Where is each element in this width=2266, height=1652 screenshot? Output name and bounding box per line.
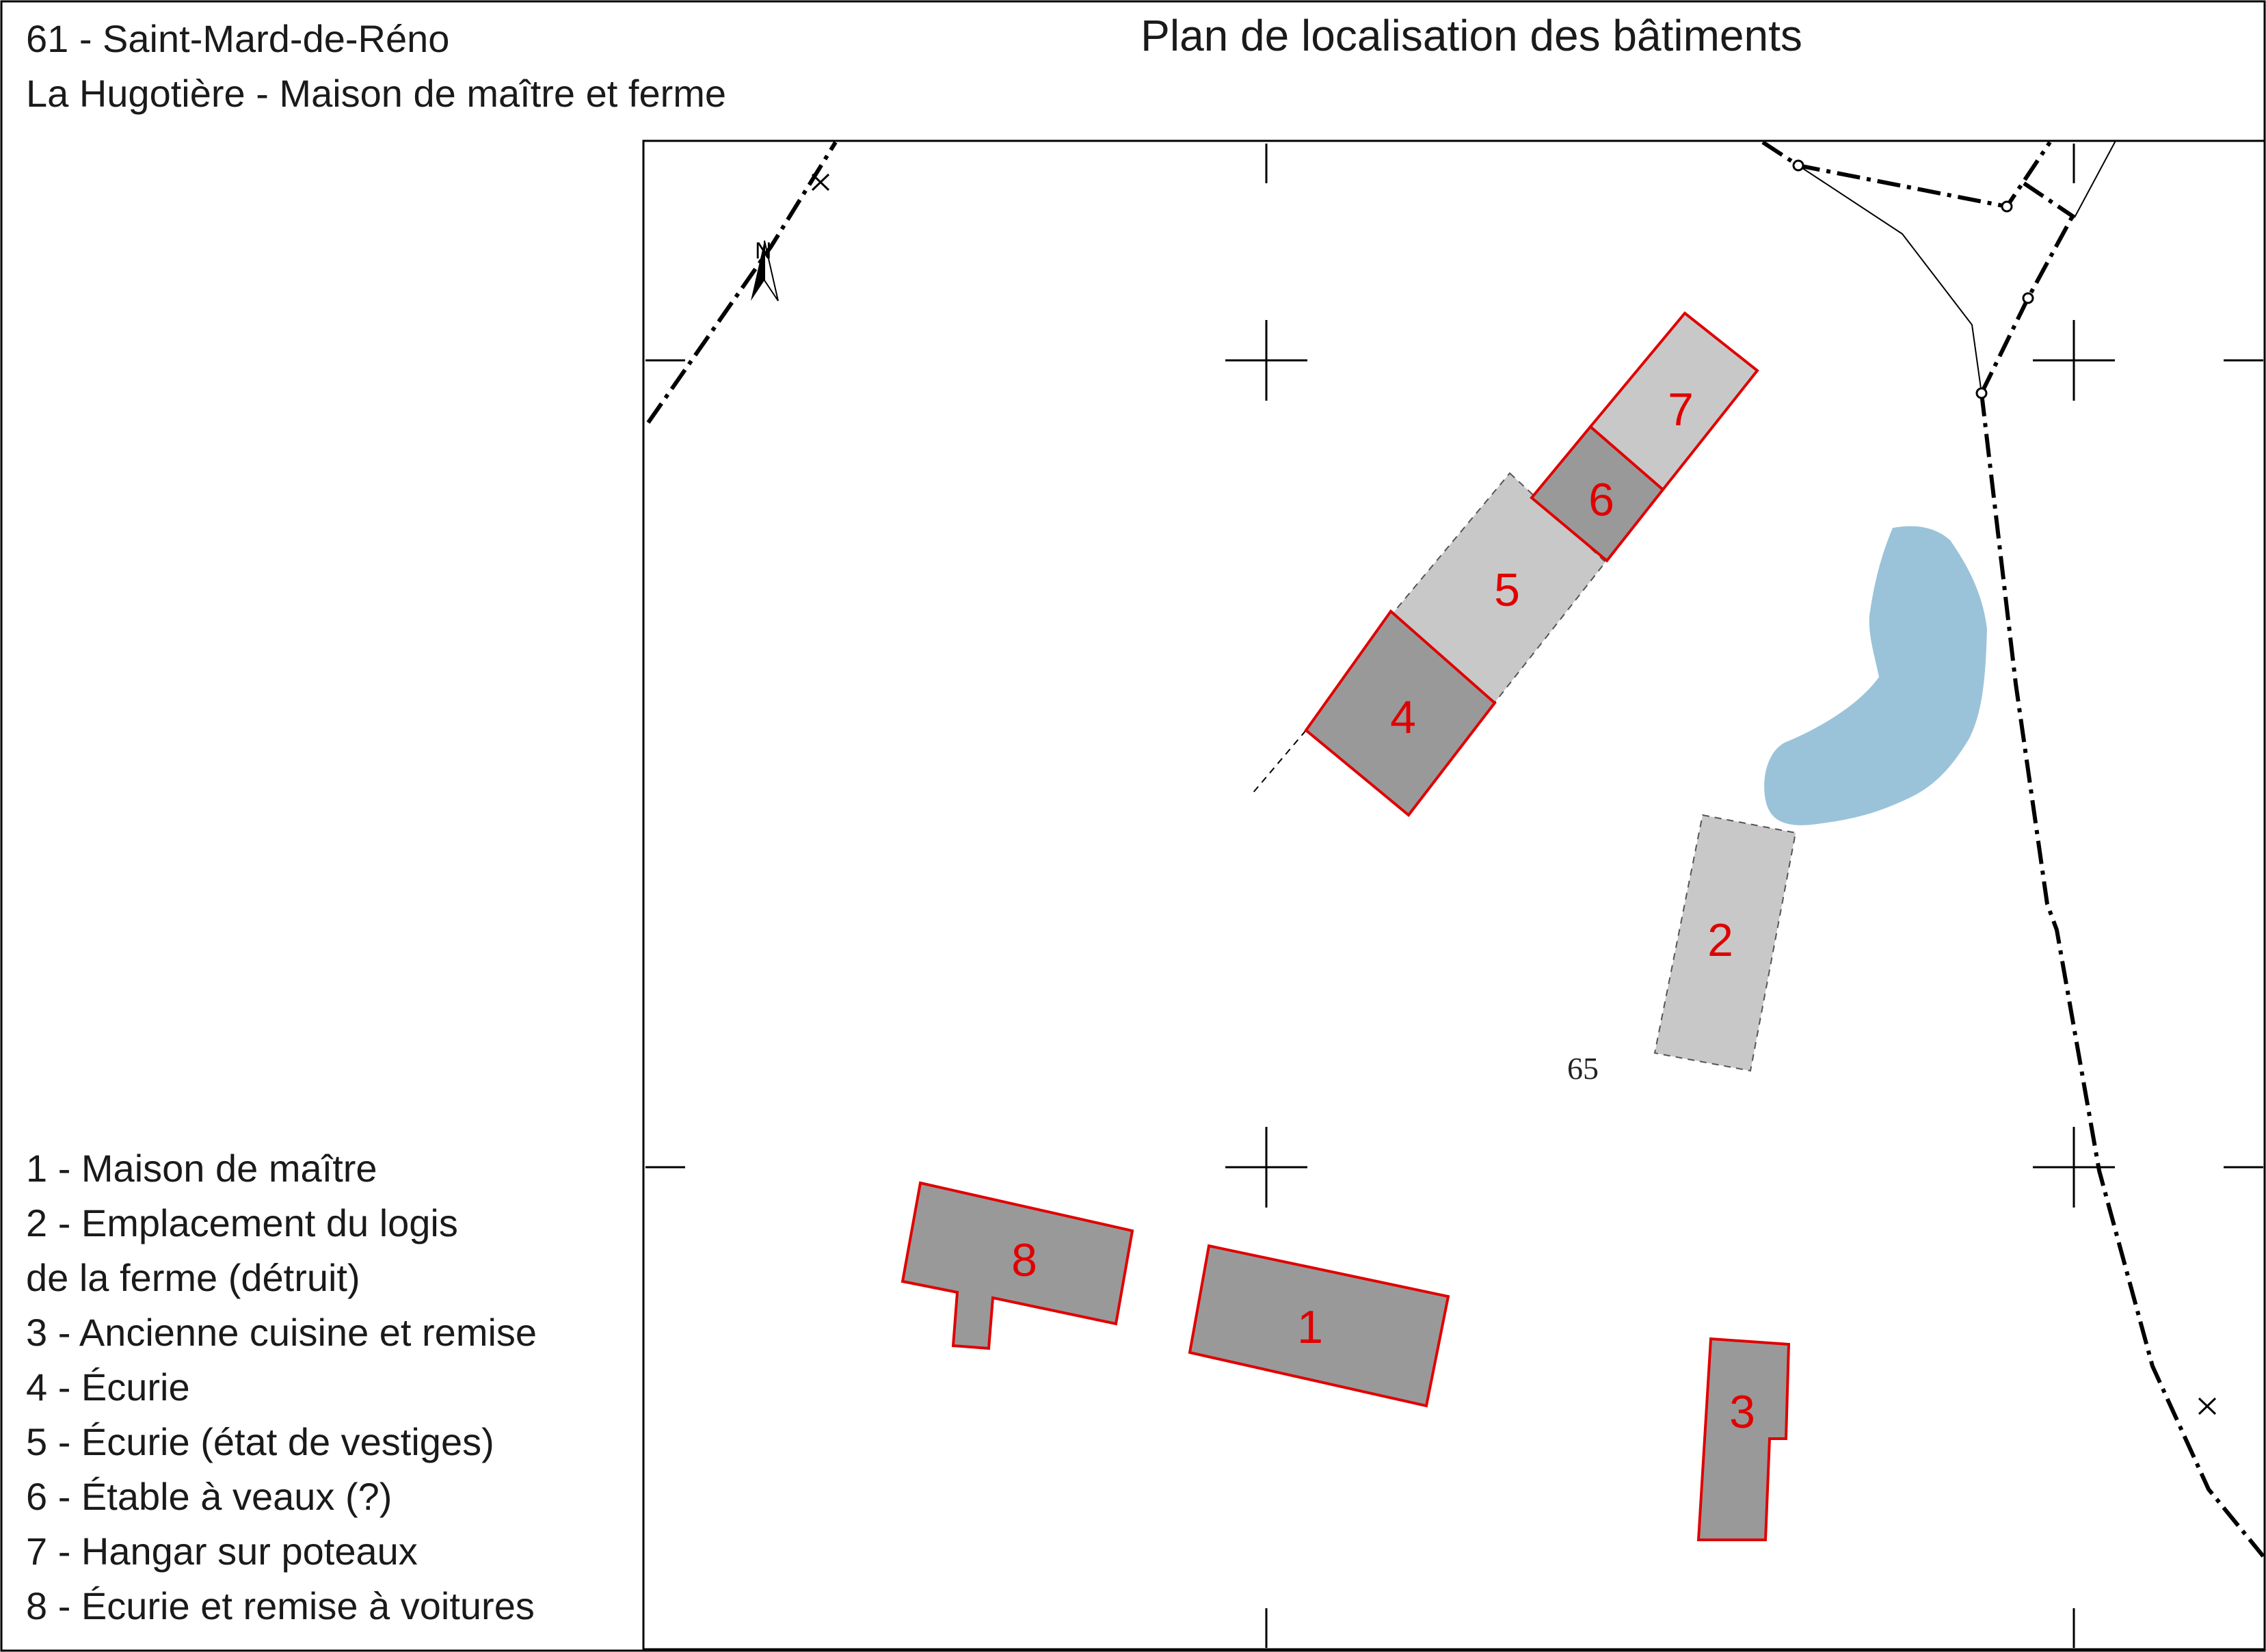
building-label-1: 1	[1297, 1301, 1323, 1353]
building-2	[1653, 814, 1797, 1072]
building-3	[1696, 1337, 1791, 1541]
building-label-8: 8	[1011, 1234, 1037, 1286]
legend-item: 7 - Hangar sur poteaux	[26, 1530, 418, 1573]
legend-item: 6 - Étable à veaux (?)	[26, 1475, 392, 1518]
building-label-7: 7	[1668, 384, 1694, 436]
map-frame	[642, 139, 2266, 1651]
legend-item: 4 - Écurie	[26, 1365, 190, 1409]
legend-item: 8 - Écurie et remise à voitures	[26, 1584, 535, 1627]
building-label-2: 2	[1707, 914, 1733, 966]
map-area: N 65 1 2 3 4 5 6 7 8	[645, 140, 2265, 1648]
header-commune: 61 - Saint-Mard-de-Réno	[26, 17, 449, 60]
boundary-ticks	[811, 173, 2217, 1415]
legend-item: de la ferme (détruit)	[26, 1256, 360, 1299]
north-arrow-icon: N	[751, 238, 779, 302]
building-8	[901, 1181, 1134, 1350]
building-label-5: 5	[1494, 564, 1520, 616]
parcel-number: 65	[1567, 1051, 1599, 1086]
page-title: Plan de localisation des bâtiments	[1141, 11, 1802, 60]
building-7	[1588, 311, 1759, 492]
legend-item: 2 - Emplacement du logis	[26, 1201, 458, 1244]
pond	[1764, 526, 1987, 825]
legend: 1 - Maison de maître 2 - Emplacement du …	[26, 1147, 537, 1627]
legend-item: 3 - Ancienne cuisine et remise	[26, 1311, 537, 1354]
legend-item: 5 - Écurie (état de vestiges)	[26, 1420, 494, 1463]
boundary-markers	[1792, 159, 2034, 399]
legend-item: 1 - Maison de maître	[26, 1147, 377, 1190]
building-1	[1188, 1244, 1450, 1408]
building-label-3: 3	[1729, 1386, 1755, 1438]
grid-crosses	[645, 144, 2263, 1648]
north-marker: N	[755, 238, 772, 264]
building-4	[1304, 609, 1497, 817]
building-label-4: 4	[1390, 691, 1416, 743]
vestige-line	[1252, 730, 1307, 794]
fence-line-2	[2074, 140, 2116, 218]
building-label-6: 6	[1588, 474, 1614, 526]
fence-line	[1798, 165, 1982, 394]
header-site: La Hugotière - Maison de maître et ferme	[26, 72, 726, 115]
